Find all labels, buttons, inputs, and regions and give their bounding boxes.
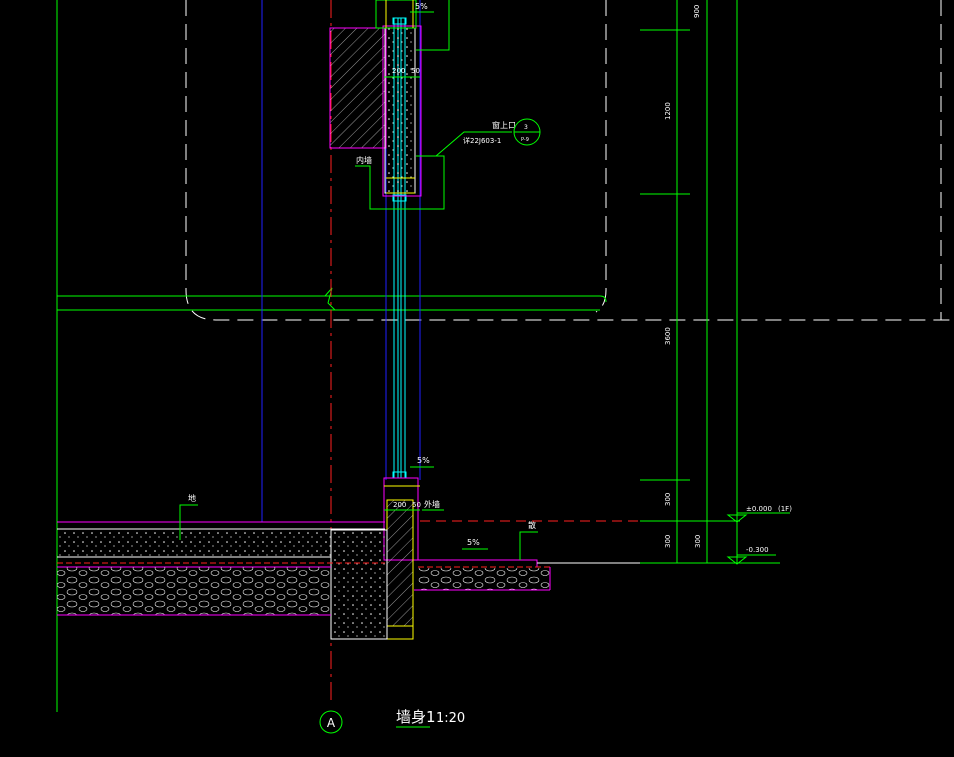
slope-ground-text: 5% <box>467 538 480 547</box>
top-dims: 200 50 <box>384 67 420 78</box>
dim-1200: 1200 <box>664 102 672 120</box>
window-ref-text: 详22J603-1 <box>463 136 501 145</box>
dim-300-a: 300 <box>664 493 672 506</box>
break-symbol <box>324 287 336 311</box>
grid-bubble-a: A <box>319 710 343 734</box>
slope-mid-text: 5% <box>417 456 430 465</box>
interior-floor-layers: 地 <box>57 493 385 616</box>
inner-wall-text: 内墙 <box>356 155 372 165</box>
exterior-apron: 5% 散 <box>414 520 650 591</box>
floor-slab <box>57 295 607 311</box>
dim-50-top: 50 <box>411 67 420 75</box>
detail-page-text: P-9 <box>521 137 529 143</box>
slope-top-text: 5% <box>415 2 428 11</box>
lintel-beam <box>329 0 422 197</box>
dimension-texts: 900 1200 3600 300 300 300 <box>664 5 702 548</box>
dim-200-bottom: 200 <box>393 501 406 509</box>
dim-300-c: 300 <box>694 535 702 548</box>
elev-zero-text: ±0.000 <box>746 505 772 513</box>
elevation-markers: ±0.000 (1F) -0.300 <box>726 505 792 565</box>
dim-900: 900 <box>693 5 701 18</box>
dimension-chains <box>640 0 780 564</box>
drawing-title: 墙身1 1:20 <box>396 708 465 728</box>
dim-200-top: 200 <box>392 67 405 75</box>
dim-300-b: 300 <box>664 535 672 548</box>
dim-3600: 3600 <box>664 327 672 345</box>
floor-text: 地 <box>188 493 196 503</box>
dim-50-bottom: 50 <box>412 501 421 509</box>
grid-axis-text: A <box>327 716 336 730</box>
outer-wall-text: 外墙 <box>424 499 440 509</box>
top-slope: 5% <box>410 0 450 51</box>
inner-wall-callout: 内墙 <box>355 155 445 210</box>
window-sill-text: 窗上口 <box>492 120 516 130</box>
scale-text: 1:20 <box>436 711 465 726</box>
dashed-outline <box>185 0 954 321</box>
wall-base: 5% 200 50 外墙 <box>330 456 444 640</box>
elev-minus-text: -0.300 <box>746 546 769 554</box>
elev-floor-text: (1F) <box>778 505 792 513</box>
title-text: 墙身1 <box>396 708 436 726</box>
window-sill-callout: 窗上口 详22J603-1 3 P-9 <box>435 118 541 157</box>
detail-no-text: 3 <box>524 124 528 131</box>
apron-text: 散 <box>528 520 536 530</box>
